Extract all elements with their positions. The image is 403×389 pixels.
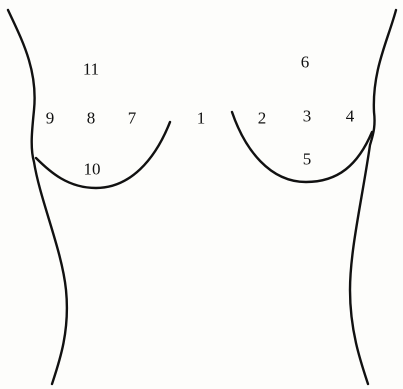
region-label-11: 11 <box>83 61 99 78</box>
region-label-1: 1 <box>197 110 206 127</box>
region-label-5: 5 <box>303 151 312 168</box>
left-torso-outline <box>8 10 67 384</box>
left-breast-outline <box>36 122 170 188</box>
region-label-4: 4 <box>346 108 355 125</box>
region-label-10: 10 <box>84 161 101 178</box>
region-label-3: 3 <box>303 108 312 125</box>
region-label-8: 8 <box>87 110 96 127</box>
region-label-2: 2 <box>258 110 267 127</box>
right-torso-outline <box>350 10 396 384</box>
region-label-7: 7 <box>128 110 137 127</box>
region-label-9: 9 <box>46 110 55 127</box>
region-label-6: 6 <box>301 54 310 71</box>
